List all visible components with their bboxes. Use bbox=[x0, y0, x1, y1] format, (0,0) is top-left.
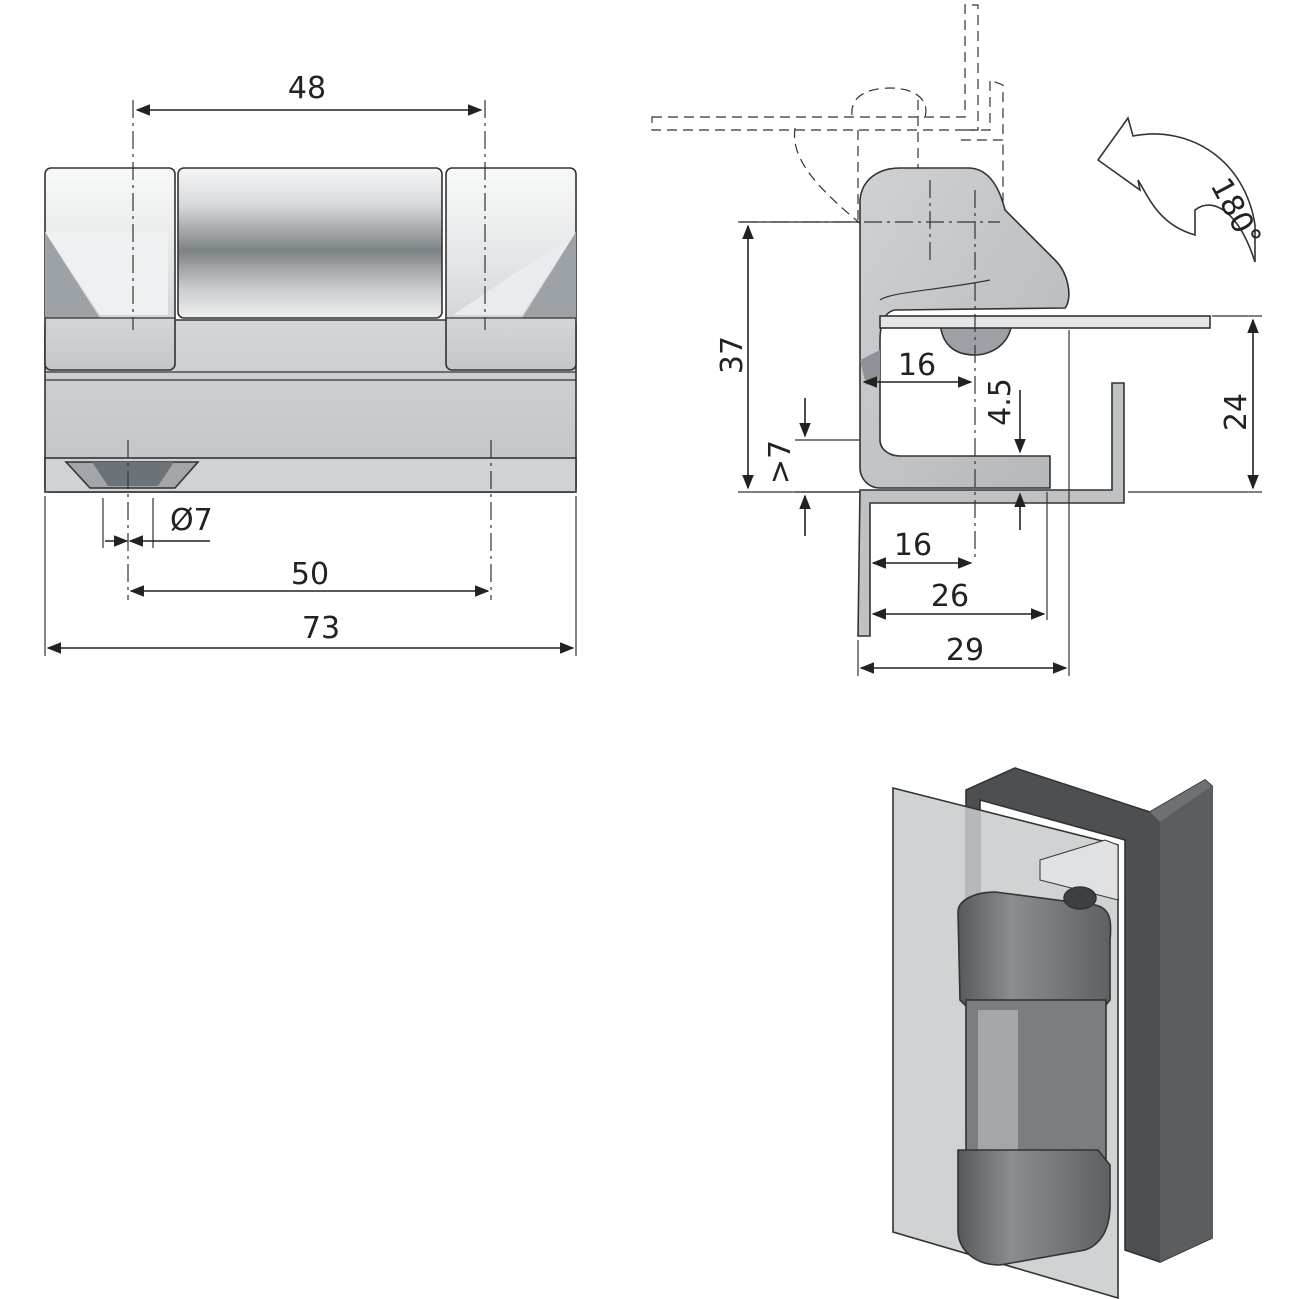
side-view: 180° 37 16 bbox=[651, 4, 1268, 676]
svg-text:29: 29 bbox=[946, 633, 984, 668]
front-hinge-body bbox=[44, 167, 577, 493]
svg-text:>7: >7 bbox=[763, 440, 798, 484]
dim-16-bottom: 16 bbox=[871, 528, 973, 569]
dim-29: 29 bbox=[857, 330, 1070, 676]
dim-37: 37 bbox=[715, 221, 860, 493]
dim-4-5: 4.5 bbox=[983, 378, 1026, 530]
rotation-arrow-icon: 180° bbox=[1096, 116, 1268, 263]
dim-48: 48 bbox=[135, 71, 483, 116]
svg-text:48: 48 bbox=[288, 71, 326, 106]
isometric-view bbox=[892, 767, 1213, 1299]
svg-text:37: 37 bbox=[715, 336, 750, 374]
front-view: 48 Ø7 50 73 bbox=[44, 71, 577, 656]
svg-text:73: 73 bbox=[302, 611, 340, 646]
svg-text:16: 16 bbox=[894, 528, 932, 563]
dim-greater-7: >7 bbox=[763, 398, 860, 536]
svg-text:16: 16 bbox=[898, 348, 936, 383]
svg-text:4.5: 4.5 bbox=[983, 378, 1018, 426]
dim-diameter-7: Ø7 bbox=[102, 498, 213, 548]
dim-73: 73 bbox=[44, 496, 577, 656]
dim-16-top: 16 bbox=[862, 348, 973, 388]
screw-icon bbox=[1063, 886, 1097, 910]
svg-text:Ø7: Ø7 bbox=[170, 503, 213, 538]
svg-text:180°: 180° bbox=[1203, 172, 1268, 252]
svg-text:26: 26 bbox=[931, 579, 969, 614]
side-panel bbox=[879, 315, 1211, 329]
svg-text:24: 24 bbox=[1219, 393, 1254, 431]
dim-26: 26 bbox=[871, 492, 1048, 620]
hinge-lower-leaf bbox=[957, 1149, 1111, 1266]
dim-24: 24 bbox=[1128, 315, 1262, 493]
side-frame-bracket bbox=[857, 382, 1125, 637]
dim-50: 50 bbox=[129, 557, 490, 597]
svg-text:50: 50 bbox=[291, 557, 329, 592]
hinge-upper-leaf bbox=[957, 891, 1112, 1016]
